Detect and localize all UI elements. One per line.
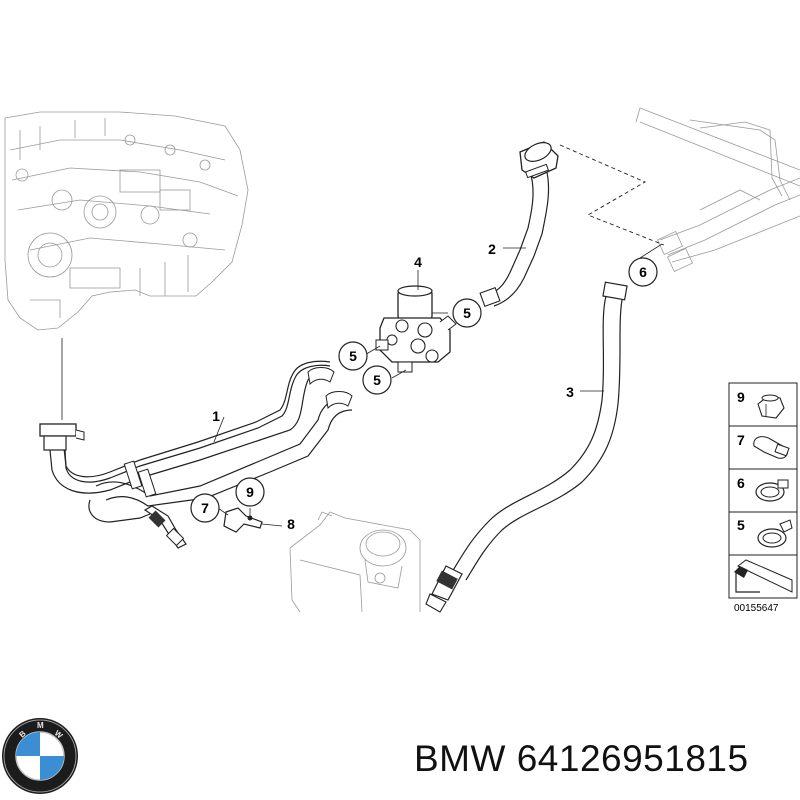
svg-text:M: M	[37, 721, 44, 730]
svg-text:W: W	[53, 729, 65, 741]
leader-lines	[213, 243, 663, 527]
callout-4: 4	[414, 254, 422, 270]
legend-item-7-label: 7	[737, 432, 745, 448]
callout-6: 6	[639, 264, 647, 280]
hose-2	[479, 141, 559, 308]
callout-7: 7	[201, 500, 209, 516]
legend-item-9-label: 9	[737, 389, 745, 405]
callout-2: 2	[488, 241, 496, 257]
connection-indicator-dashed	[559, 144, 665, 246]
fastener-legend: 9 7 6 5 00	[728, 382, 798, 614]
legend-item-6-label: 6	[737, 475, 745, 491]
legend-item-5-label: 5	[737, 517, 745, 533]
expansion-tank-illustration	[289, 511, 421, 613]
spring-clamp-icon	[757, 519, 793, 548]
callout-5-circle-left	[338, 341, 368, 371]
heater-core-illustration	[635, 107, 800, 273]
hose-clamp-icon	[755, 479, 789, 502]
part-number: 64126951815	[516, 738, 749, 779]
engine-block-illustration	[4, 111, 249, 331]
callout-5-lower: 5	[373, 372, 381, 388]
callout-1: 1	[212, 408, 220, 424]
diagram-id: 00155647	[734, 603, 779, 614]
water-valve-part-4	[375, 285, 457, 373]
hose-clip-icon	[753, 436, 790, 459]
callout-3: 3	[566, 384, 574, 400]
callouts: 1 2 3 4 8 5 5 5 6 7 9	[190, 241, 658, 532]
brand-name: BMW	[414, 738, 506, 779]
callout-5-circle-top	[452, 298, 482, 328]
callout-5-circle-lower	[362, 365, 392, 395]
callout-9: 9	[246, 484, 254, 500]
svg-text:B: B	[18, 729, 28, 740]
hose-3	[425, 281, 628, 613]
callout-5-top: 5	[463, 305, 471, 321]
bracket-part-8	[223, 507, 263, 533]
hex-nut-icon	[757, 394, 785, 419]
callout-5-left: 5	[349, 348, 357, 364]
callout-6-circle	[628, 257, 658, 287]
bmw-logo: B M W	[2, 718, 78, 794]
direction-arrow-icon	[734, 559, 793, 593]
hose-1	[39, 360, 353, 549]
callout-8: 8	[287, 516, 295, 532]
callout-7-circle	[190, 493, 220, 523]
part-title: BMW 64126951815	[414, 738, 749, 780]
callout-9-circle	[235, 477, 265, 507]
